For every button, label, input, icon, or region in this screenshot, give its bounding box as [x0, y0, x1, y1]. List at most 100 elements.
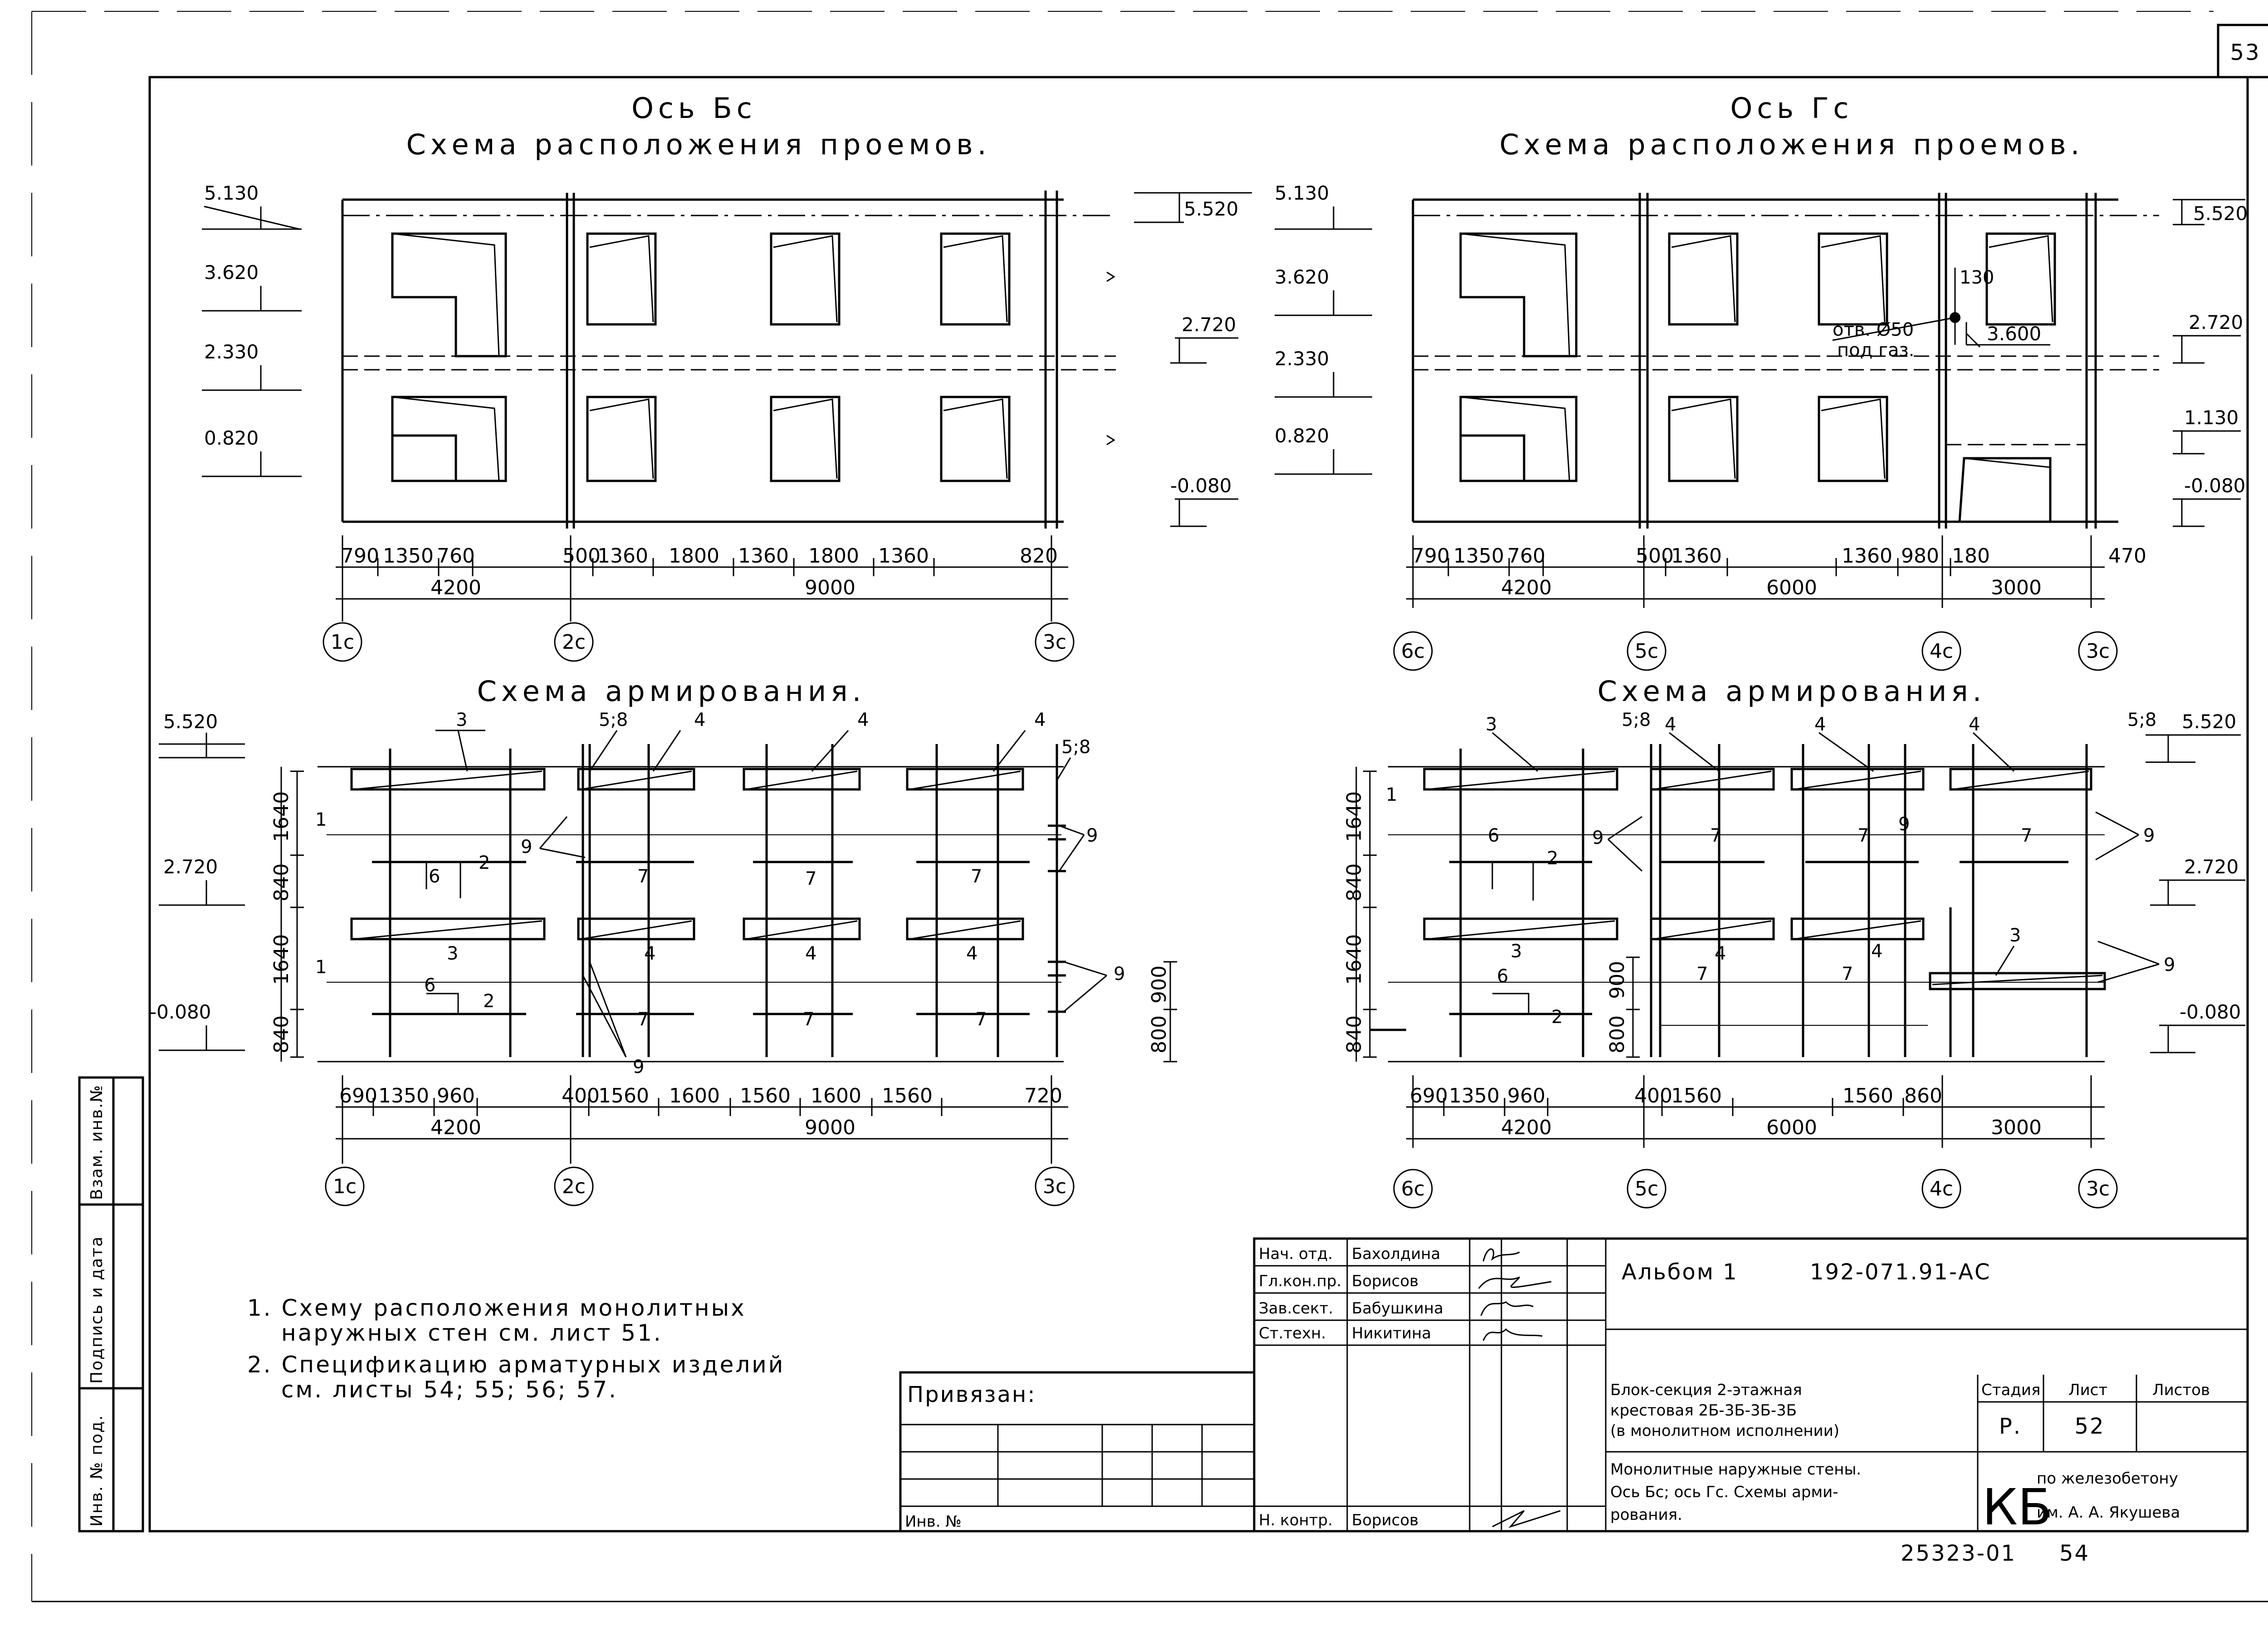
dim-total: 9000 — [805, 1116, 855, 1139]
desc-line: крестовая 2Б-3Б-3Б-3Б — [1610, 1401, 1797, 1420]
title-line: рования. — [1610, 1506, 1682, 1524]
rebar-mark: 4 — [644, 943, 655, 964]
dim-total: 4200 — [430, 1116, 481, 1139]
dim-label: 690 — [1410, 1084, 1448, 1107]
left-rebar-dimension-chain: 690 1350 960 400 1560 1600 1560 1600 156… — [336, 1075, 1068, 1148]
rebar-mark: 7 — [1696, 964, 1708, 984]
dim-label: 1360 — [1842, 544, 1892, 568]
archive-page: 54 — [2059, 1541, 2090, 1566]
dim-total: 6000 — [1766, 1116, 1817, 1139]
org-line: им. А. А. Якушева — [2037, 1504, 2180, 1522]
level-mark: 0.820 — [1275, 425, 1329, 447]
dim-label: 790 — [1412, 544, 1450, 568]
dim-label: 790 — [341, 544, 379, 568]
stamp-role: Ст.техн. — [1259, 1324, 1326, 1342]
dim-label: 690 — [339, 1084, 377, 1107]
dim-total: 4200 — [1501, 576, 1552, 599]
left-openings-title: Схема расположения проемов. — [406, 128, 991, 161]
right-openings-title: Схема расположения проемов. — [1500, 128, 2084, 161]
level-mark: 5.520 — [2193, 202, 2248, 225]
rebar-mark: 4 — [805, 943, 816, 964]
axis-label: 1с — [333, 1175, 357, 1198]
rebar-mark: 3 — [456, 710, 467, 730]
archive-number: 25323-01 — [1901, 1541, 2016, 1566]
rebar-mark: 7 — [637, 1009, 649, 1030]
stamp-name: Никитина — [1352, 1324, 1431, 1342]
stamp-role: Гл.кон.пр. — [1259, 1272, 1341, 1290]
rebar-mark: 4 — [1715, 943, 1726, 964]
note-line: 2. Спецификацию арматурных изделий — [247, 1352, 785, 1378]
rebar-mark: 6 — [1488, 825, 1499, 846]
rebar-mark: 2 — [1547, 848, 1558, 869]
right-level-marks: 5.130 3.620 2.330 0.820 — [1275, 182, 1372, 475]
dim-label: 960 — [1507, 1084, 1545, 1107]
dim-label: 1350 — [383, 544, 434, 568]
level-mark: 2.330 — [1275, 348, 1329, 370]
rebar-mark: 4 — [857, 710, 869, 730]
axis-label: 4с — [1930, 640, 1953, 663]
title-line: Монолитные наружные стены. — [1610, 1460, 1861, 1479]
dim-label: 960 — [437, 1084, 475, 1107]
stamp-name: Бахолдина — [1352, 1245, 1440, 1263]
dim-total: 9000 — [805, 576, 855, 599]
rebar-mark: 7 — [975, 1009, 987, 1030]
note-line: 1. Схему расположения монолитных — [247, 1295, 746, 1321]
left-level-marks: 5.130 3.620 2.330 0.820 — [202, 182, 302, 477]
dim-total: 6000 — [1766, 576, 1817, 599]
level-mark: 2.720 — [2189, 311, 2243, 333]
right-axis-title: Ось Гс — [1730, 92, 1853, 125]
left-level-marks-right: 5.520 2.720 -0.080 — [1134, 192, 1252, 527]
rebar-mark: 1 — [315, 809, 327, 830]
rebar-mark: 5;8 — [2127, 710, 2156, 730]
org-logo: КБ — [1982, 1478, 2052, 1536]
axis-label: 6с — [1401, 1177, 1425, 1200]
rebar-mark: 5;8 — [1061, 737, 1090, 758]
level-mark: 5.130 — [1275, 182, 1329, 204]
axis-label: 5с — [1635, 640, 1658, 663]
dim-label: 1360 — [738, 544, 789, 568]
dim-label: 1560 — [1843, 1084, 1893, 1107]
vert-dim: 800 — [1148, 1015, 1171, 1053]
level-mark: -0.080 — [1170, 475, 1232, 497]
rebar-mark: 7 — [2021, 825, 2032, 846]
dim-label: 500 — [1636, 544, 1674, 568]
vert-dim: 1640 — [270, 934, 293, 985]
bound-label: Привязан: — [907, 1382, 1036, 1407]
rebar-mark: 9 — [521, 837, 532, 857]
dim-label: 1800 — [669, 544, 719, 568]
desc-line: Блок-секция 2-этажная — [1610, 1381, 1802, 1399]
vert-dim: 840 — [1343, 1015, 1366, 1053]
dim-total: 4200 — [1501, 1116, 1552, 1139]
stamp-role: Зав.сект. — [1259, 1299, 1333, 1318]
dim-label: 980 — [1901, 544, 1939, 568]
right-level-marks-right: 5.520 2.720 1.130 -0.080 — [2173, 199, 2248, 527]
dim-label: 1600 — [669, 1084, 720, 1107]
side-block: Инв. № под. Подпись и дата Взам. инв.№ — [78, 1076, 144, 1533]
right-openings-scheme: Ось Гс Схема расположения проемов. — [1275, 92, 2248, 671]
vert-dim: 900 — [1148, 965, 1171, 1004]
dim-label: 1560 — [598, 1084, 649, 1107]
rebar-mark: 2 — [1551, 1007, 1563, 1028]
rebar-mark: 5;8 — [1622, 710, 1651, 730]
right-rebar-marks: 3 5;8 4 4 4 5;8 1 6 2 9 7 7 9 7 9 3 4 4 … — [1386, 710, 2175, 1028]
general-notes: 1. Схему расположения монолитных наружны… — [247, 1295, 785, 1403]
rebar-mark: 6 — [429, 866, 440, 887]
level-mark: 5.130 — [204, 182, 259, 204]
side-label: Инв. № под. — [88, 1415, 106, 1527]
rebar-mark: 4 — [1814, 714, 1826, 735]
rebar-mark: 1 — [315, 957, 327, 978]
level-mark: 5.520 — [2182, 710, 2236, 733]
stage-header: Стадия — [1981, 1381, 2040, 1399]
rebar-mark: 1 — [1386, 784, 1397, 805]
sheet-header: Лист — [2068, 1381, 2107, 1399]
dim-label: 1360 — [878, 544, 929, 568]
hole-note: под газ. — [1837, 340, 1915, 361]
axis-label: 6с — [1401, 640, 1425, 663]
dim-total: 3000 — [1991, 1116, 2042, 1139]
rebar-mark: 4 — [1665, 714, 1676, 735]
rebar-mark: 3 — [2009, 925, 2021, 946]
right-rebar-axis-bubbles: 6с 5с 4с 3с — [1393, 1169, 2118, 1209]
dim-label: 400 — [562, 1084, 600, 1107]
sheet-number: 53 — [2230, 40, 2260, 65]
